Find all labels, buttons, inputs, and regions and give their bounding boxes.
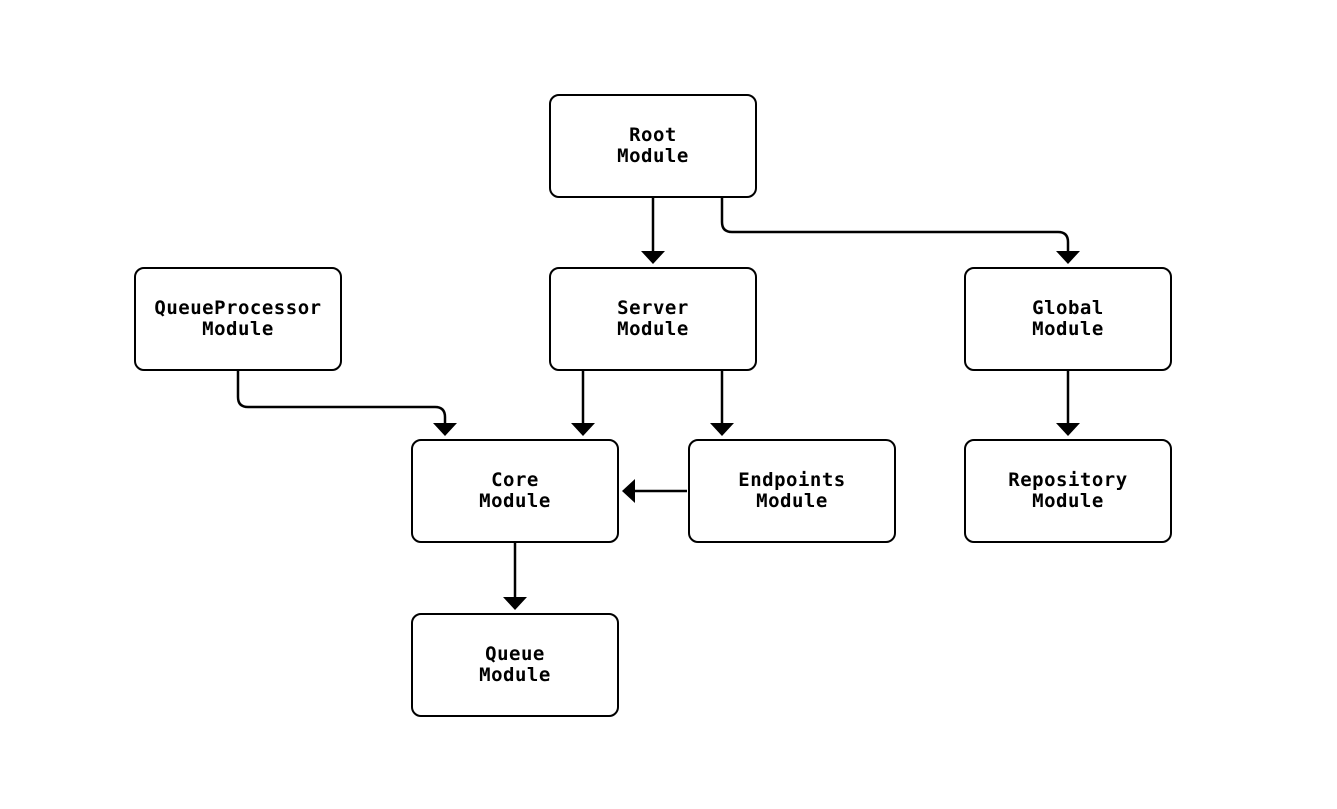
node-queueprocessor-module: QueueProcessor Module xyxy=(134,267,342,371)
node-global-module-label: Global Module xyxy=(1032,297,1104,340)
node-endpoints-module: Endpoints Module xyxy=(688,439,896,543)
node-global-module: Global Module xyxy=(964,267,1172,371)
node-queue-module-label: Queue Module xyxy=(479,643,551,686)
node-root-module: Root Module xyxy=(549,94,757,198)
node-core-module: Core Module xyxy=(411,439,619,543)
node-queue-module: Queue Module xyxy=(411,613,619,717)
edge-root-to-global xyxy=(720,198,1080,264)
node-queueprocessor-module-label: QueueProcessor Module xyxy=(154,297,322,340)
edge-queueprocessor-to-core xyxy=(236,371,457,436)
node-root-module-label: Root Module xyxy=(617,124,689,167)
node-repository-module: Repository Module xyxy=(964,439,1172,543)
node-repository-module-label: Repository Module xyxy=(1008,469,1128,512)
node-core-module-label: Core Module xyxy=(479,469,551,512)
node-endpoints-module-label: Endpoints Module xyxy=(738,469,846,512)
node-server-module-label: Server Module xyxy=(617,297,689,340)
node-server-module: Server Module xyxy=(549,267,757,371)
